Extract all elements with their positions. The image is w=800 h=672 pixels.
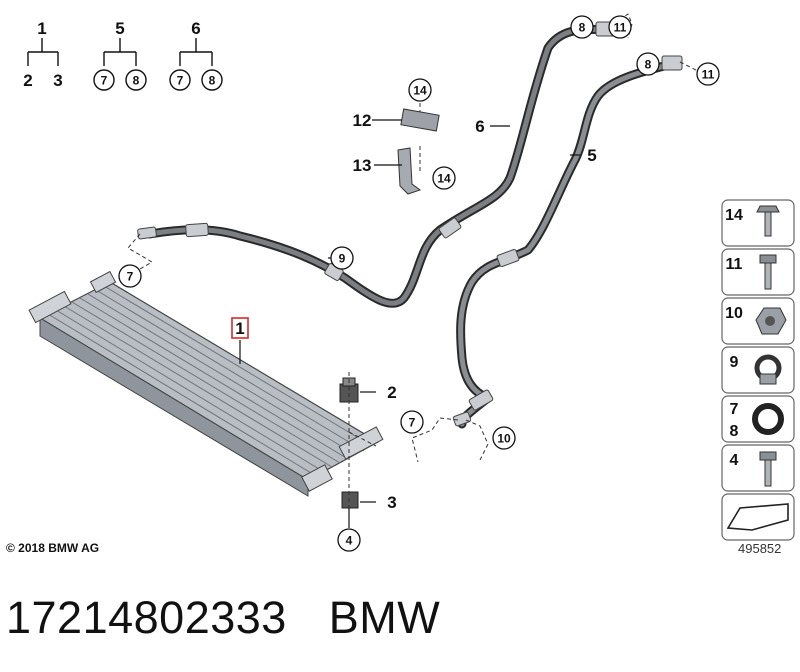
callout-11b: 11 [702,68,715,82]
bolt-11-icon [759,254,777,290]
callout-1: 1 [235,319,244,338]
legend-2-label: 2 [23,71,32,90]
oil-cooler-radiator [28,270,384,497]
sidebar-label-11: 11 [726,256,743,273]
callout-6: 6 [475,117,484,136]
part-number: 17214802333 [6,592,287,643]
callout-4: 4 [346,534,353,548]
sidebar-label-8: 8 [730,423,739,440]
legend-tree [27,38,223,91]
sidebar-label-14: 14 [725,207,743,224]
hose-pipe-9 [145,24,607,308]
legend-5-child-8: 8 [133,74,140,88]
sidebar-label-10: 10 [725,305,743,322]
bracket-13 [397,147,422,195]
legend-5-child-7: 7 [101,74,108,88]
callout-14b: 14 [437,172,451,186]
callout-8a: 8 [579,21,586,35]
legend-1-label: 1 [37,19,46,38]
screw-4-icon [759,451,777,487]
rubber-mount-3 [341,491,359,509]
callout-10: 10 [497,432,511,446]
callout-2: 2 [387,383,396,402]
callout-7a: 7 [127,270,134,284]
callout-3: 3 [387,493,396,512]
image-number: 495852 [738,541,782,556]
callout-11a: 11 [614,21,627,35]
legend-3-label: 3 [53,71,62,90]
callout-12: 12 [353,111,372,130]
sidebar-label-9: 9 [730,354,739,371]
part-number-line: 17214802333 BMW [6,592,482,644]
callout-circles [118,15,720,552]
nut-10-icon [755,307,787,335]
sidebar-label-4: 4 [730,452,739,469]
leader-lines [239,119,580,528]
clip-9-icon [754,354,782,385]
callout-14a: 14 [413,84,427,98]
copyright-text: © 2018 BMW AG [6,541,100,555]
screw-14-icon [756,205,780,237]
legend-6-child-7: 7 [177,74,184,88]
callout-5: 5 [587,146,596,165]
sidebar-label-7: 7 [730,401,739,418]
bracket-12 [400,108,440,132]
hose-fittings [137,21,683,427]
legend-6-label: 6 [191,19,200,38]
callout-9: 9 [339,252,346,266]
o-ring-7-8-icon [752,403,784,435]
callout-7b: 7 [409,416,416,430]
brand-name: BMW [328,592,441,643]
legend-5-label: 5 [115,19,124,38]
callout-13: 13 [353,156,372,175]
direction-arrow-icon [726,503,789,531]
hose-pipe-5 [456,59,677,429]
highlight-box-1 [231,317,249,339]
callout-8b: 8 [645,58,652,72]
legend-6-child-8: 8 [209,74,216,88]
